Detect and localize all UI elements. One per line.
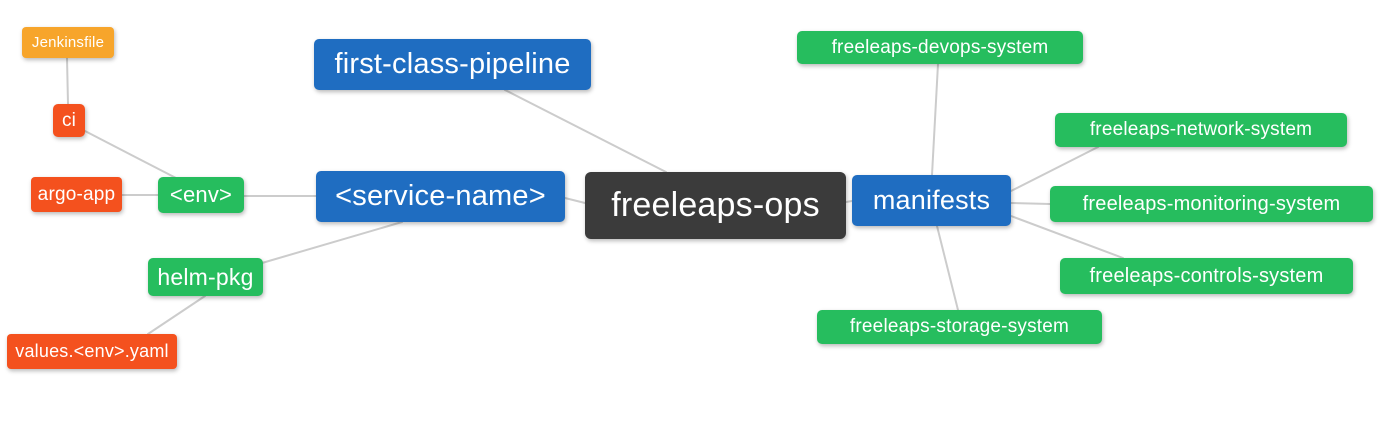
edge-service-name-helm-pkg	[261, 221, 403, 264]
node-first-class-pipeline[interactable]: first-class-pipeline	[314, 39, 591, 90]
edge-manifests-storage	[936, 225, 959, 311]
node-freeleaps-monitoring-system[interactable]: freeleaps-monitoring-system	[1050, 186, 1373, 222]
edge-ci-env	[84, 130, 177, 179]
node-service-name[interactable]: <service-name>	[316, 171, 565, 222]
node-ci[interactable]: ci	[53, 104, 85, 137]
node-freeleaps-network-system[interactable]: freeleaps-network-system	[1055, 113, 1347, 147]
edge-freeleaps-ops-manifests	[845, 200, 853, 203]
node-helm-pkg[interactable]: helm-pkg	[148, 258, 263, 296]
edge-manifests-controls	[1010, 215, 1124, 259]
node-manifests[interactable]: manifests	[852, 175, 1011, 226]
edge-helm-pkg-values	[147, 295, 206, 335]
node-jenkinsfile[interactable]: Jenkinsfile	[22, 27, 114, 58]
node-values-env-yaml[interactable]: values.<env>.yaml	[7, 334, 177, 369]
edge-manifests-network	[1010, 146, 1099, 192]
edge-manifests-devops	[931, 63, 939, 176]
node-argo-app[interactable]: argo-app	[31, 177, 122, 212]
node-freeleaps-ops-root[interactable]: freeleaps-ops	[585, 172, 846, 239]
node-freeleaps-storage-system[interactable]: freeleaps-storage-system	[817, 310, 1102, 344]
node-freeleaps-controls-system[interactable]: freeleaps-controls-system	[1060, 258, 1353, 294]
node-freeleaps-devops-system[interactable]: freeleaps-devops-system	[797, 31, 1083, 64]
edge-pipeline-freeleaps-ops	[504, 89, 667, 173]
edge-manifests-monitoring	[1010, 202, 1051, 205]
edge-jenkinsfile-ci	[66, 57, 69, 105]
edge-service-name-freeleaps-ops	[564, 197, 586, 204]
node-env[interactable]: <env>	[158, 177, 244, 213]
